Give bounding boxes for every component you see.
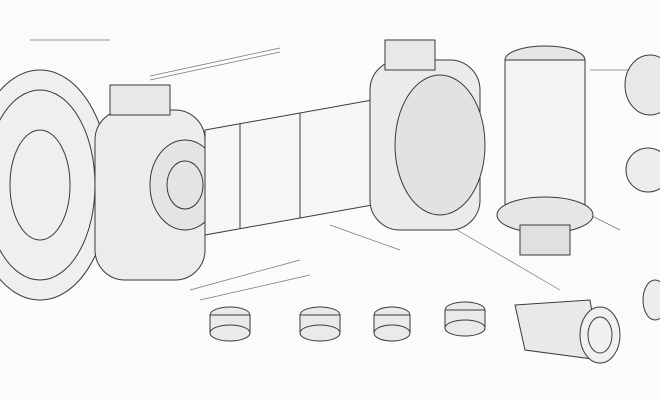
nozzle-coupling	[514, 299, 621, 364]
gearbox-module	[94, 84, 221, 281]
bearing-components	[209, 301, 486, 342]
bearing-2	[299, 306, 341, 342]
leader-lines	[30, 39, 640, 301]
vertical-cylinder-unit	[496, 45, 594, 256]
bearing-1	[209, 306, 251, 342]
bearing-4	[444, 301, 486, 337]
bearing-3	[373, 306, 411, 342]
drive-motor-block	[369, 39, 486, 231]
left-flange-housing	[0, 69, 111, 301]
right-edge-parts	[624, 54, 660, 321]
